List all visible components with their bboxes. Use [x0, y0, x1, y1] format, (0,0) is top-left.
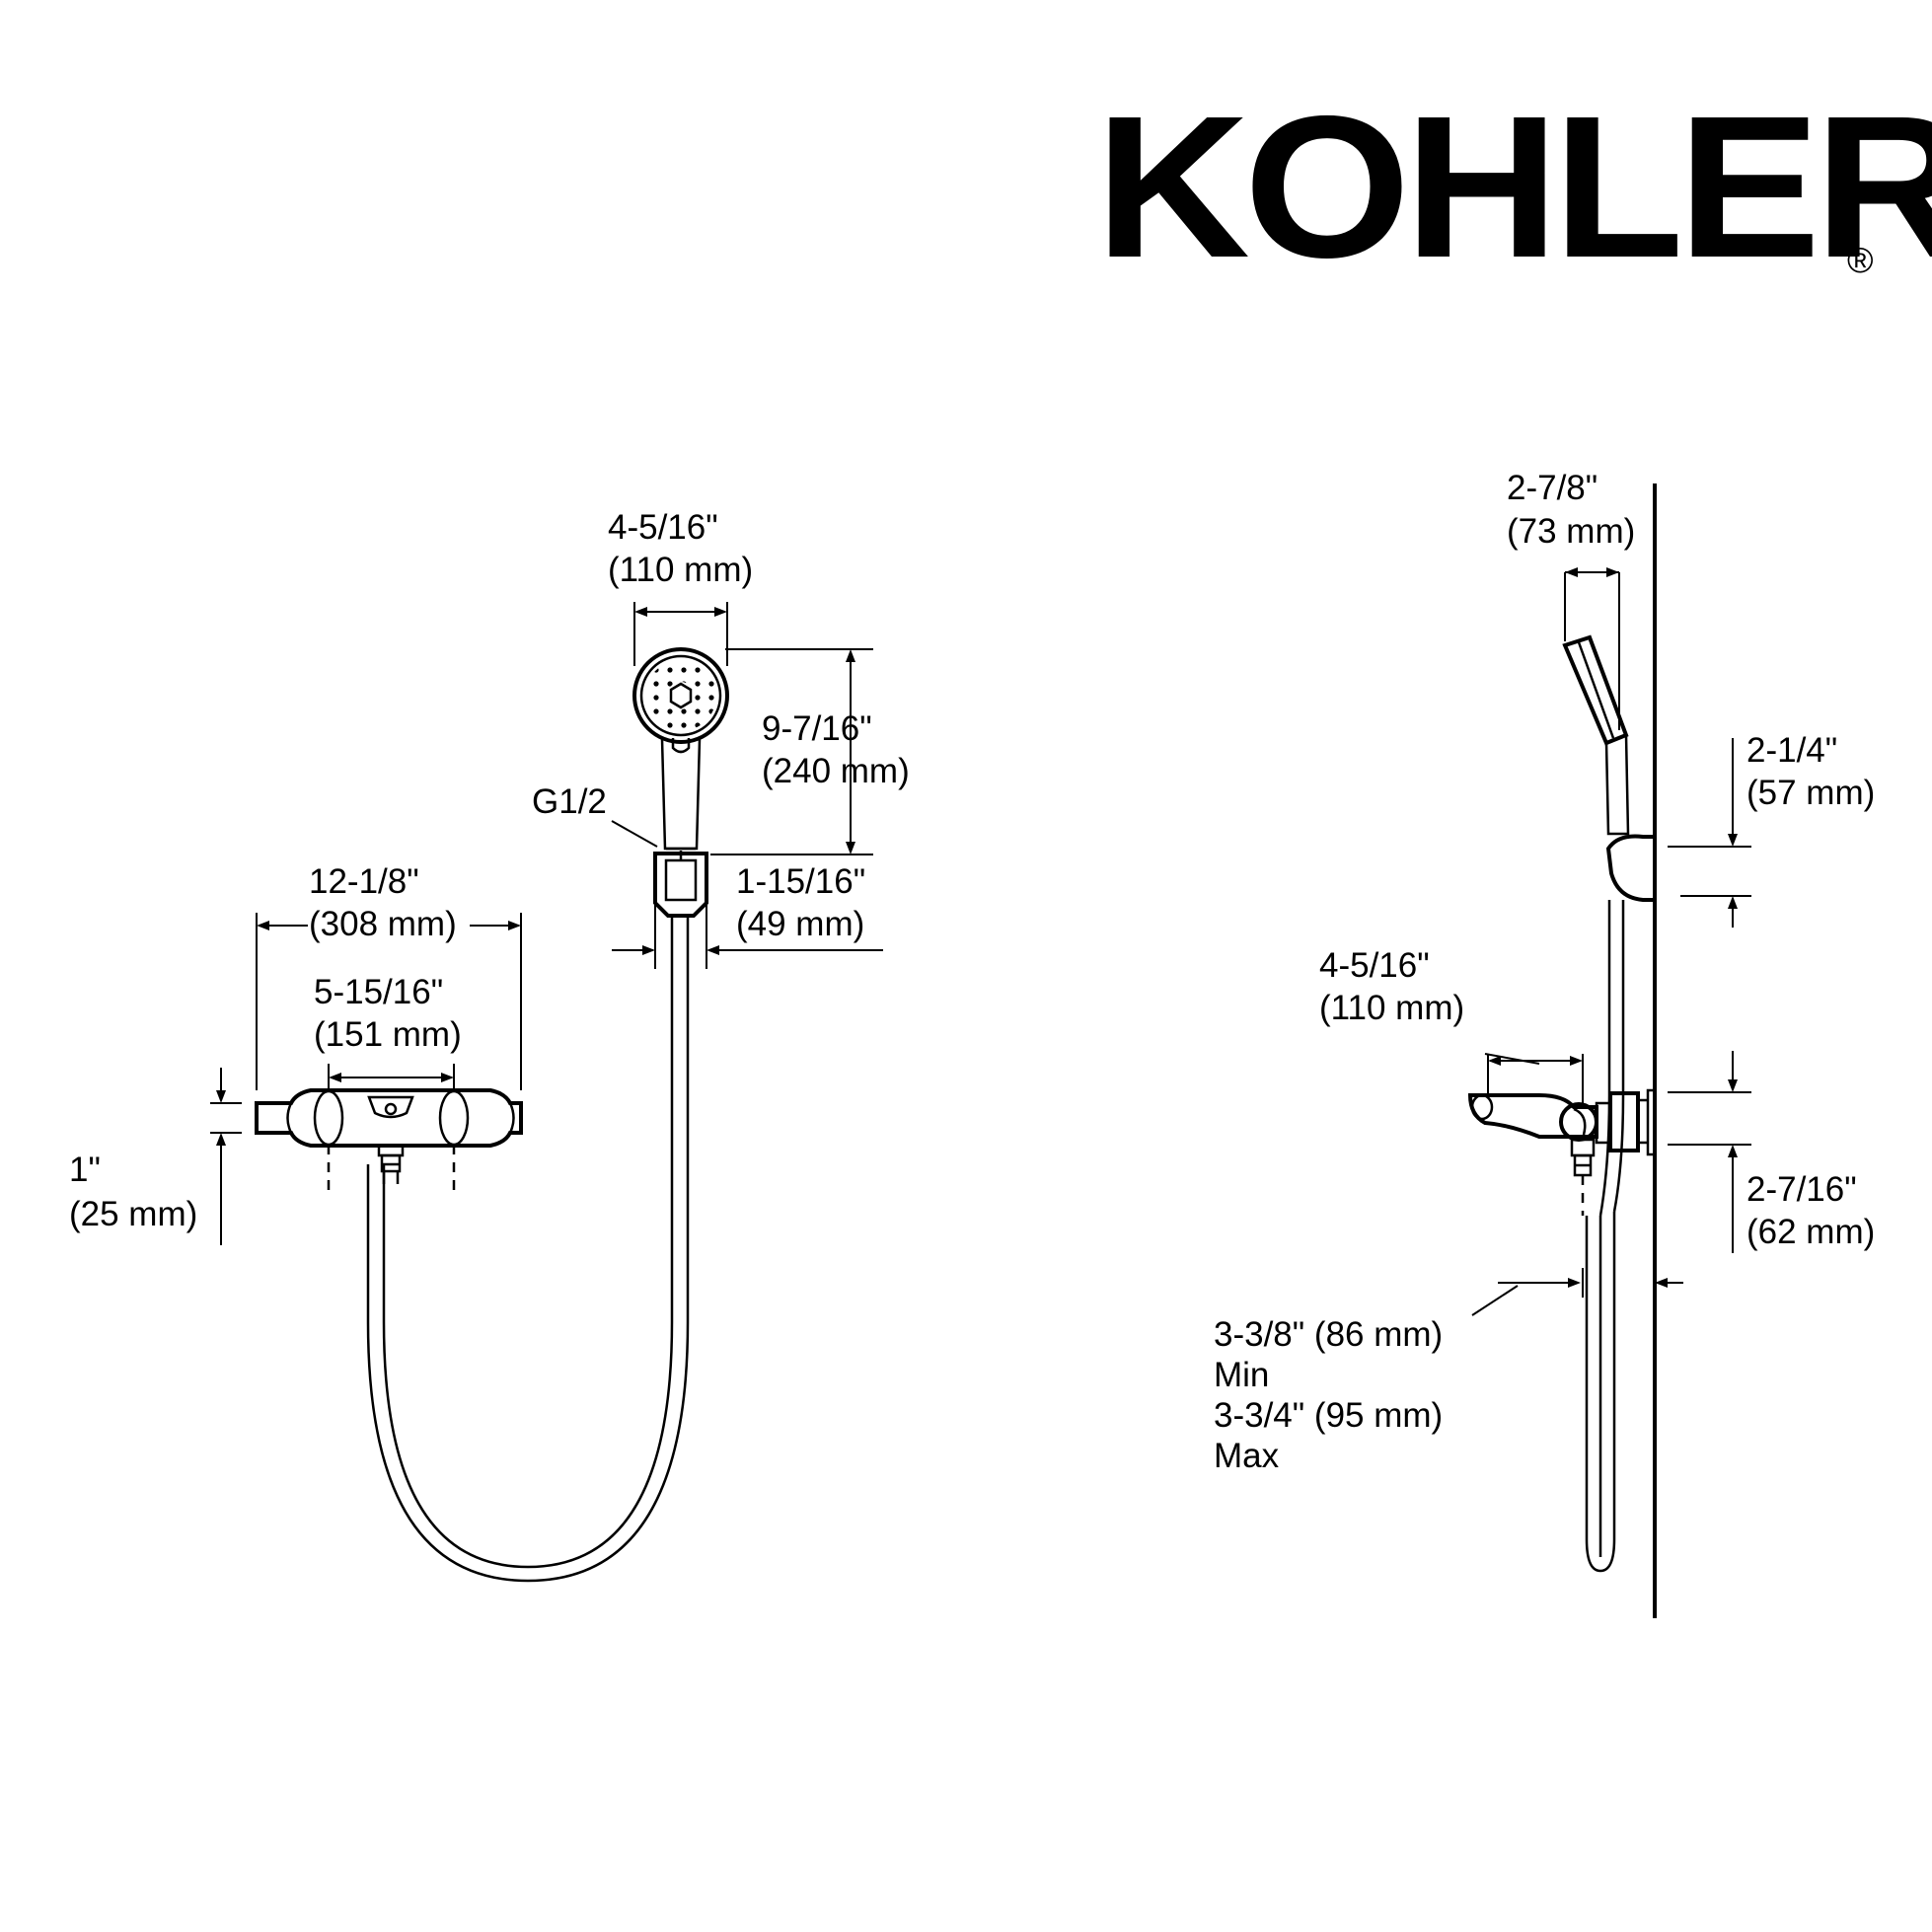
handshower-width-metric: (110 mm) — [608, 551, 754, 589]
hose-front — [366, 916, 690, 1583]
flange-height-imperial: 2-7/16" — [1746, 1170, 1857, 1209]
hose-side — [1585, 900, 1625, 1573]
holder-height-imperial: 2-1/4" — [1746, 731, 1838, 770]
valve-length-imperial: 12-1/8" — [309, 862, 419, 901]
handshower-handle-front — [660, 738, 702, 851]
dim-handshower-width-front — [633, 602, 728, 666]
handshower-depth-metric: (73 mm) — [1507, 512, 1636, 551]
projection-min-value: 3-3/8" (86 mm) — [1214, 1315, 1444, 1354]
dim-valve-length-front — [256, 913, 522, 1090]
g12-leader — [611, 820, 658, 848]
dim-holder-width-front — [612, 863, 883, 969]
holder-width-imperial: 1-15/16" — [736, 862, 866, 901]
dim-handshower-depth-side — [1564, 567, 1620, 730]
dim-handshower-height-front — [710, 648, 873, 855]
kohler-logo: KOHLER — [1095, 74, 1932, 300]
front-view-drawing — [210, 602, 883, 1583]
registered-mark: ® — [1847, 240, 1874, 280]
connection-label: G1/2 — [532, 782, 607, 821]
holder-height-metric: (57 mm) — [1746, 774, 1876, 812]
dim-flange-height-side — [1668, 1051, 1751, 1253]
handshower-holder-front — [653, 851, 708, 918]
handshower-head-side — [1562, 634, 1630, 836]
dim-valve-height-front — [210, 1068, 242, 1245]
projection-min-label: Min — [1214, 1356, 1270, 1394]
handshower-head-front — [632, 647, 729, 754]
centers-metric: (151 mm) — [314, 1015, 462, 1054]
handshower-width-imperial: 4-5/16" — [608, 508, 718, 547]
projection-max-value: 3-3/4" (95 mm) — [1214, 1396, 1444, 1435]
handshower-height-metric: (240 mm) — [762, 752, 910, 790]
flange-height-metric: (62 mm) — [1746, 1213, 1876, 1251]
dim-spout-reach-side — [1484, 1053, 1584, 1103]
valve-length-metric: (308 mm) — [309, 905, 457, 943]
handshower-holder-side — [1605, 834, 1657, 902]
handshower-height-imperial: 9-7/16" — [762, 709, 872, 748]
dim-centers-front — [328, 1064, 455, 1091]
valve-body-front — [255, 1088, 523, 1192]
holder-width-metric: (49 mm) — [736, 905, 865, 943]
spout-reach-imperial: 4-5/16" — [1319, 946, 1430, 985]
centers-imperial: 5-15/16" — [314, 973, 444, 1011]
valve-height-metric: (25 mm) — [69, 1195, 198, 1233]
spout-side — [1467, 1088, 1657, 1216]
dim-holder-height-side — [1668, 738, 1751, 928]
valve-height-imperial: 1" — [69, 1151, 101, 1189]
side-view-drawing — [1467, 483, 1751, 1618]
spout-reach-metric: (110 mm) — [1319, 989, 1465, 1027]
dim-projection-side — [1471, 1268, 1683, 1316]
projection-max-label: Max — [1214, 1437, 1280, 1475]
handshower-depth-imperial: 2-7/8" — [1507, 469, 1598, 507]
